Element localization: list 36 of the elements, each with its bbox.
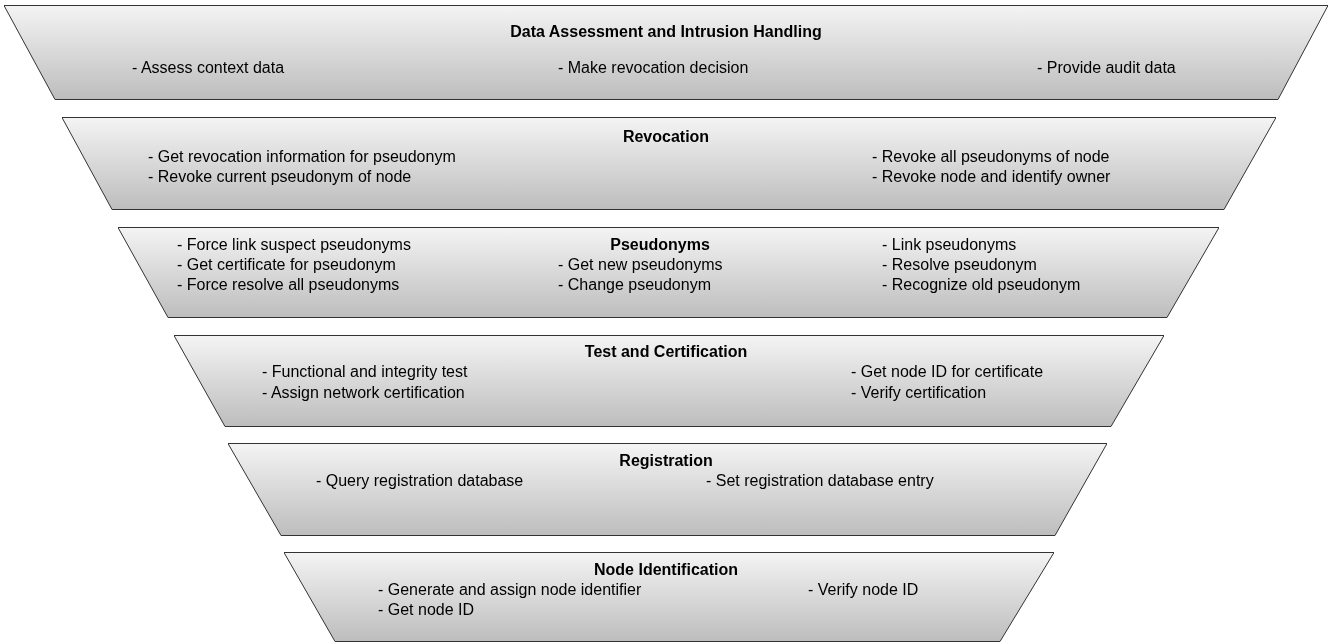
function-item: - Get revocation information for pseudonym [148,147,456,167]
function-item: - Revoke current pseudonym of node [148,167,412,187]
function-item: - Recognize old pseudonym [882,275,1081,295]
function-item: - Revoke all pseudonyms of node [872,147,1110,167]
trapezoid-layer [284,552,1054,642]
function-item: - Make revocation decision [558,58,749,78]
function-item: - Resolve pseudonym [882,255,1037,275]
function-item: - Functional and integrity test [262,362,468,382]
layer-title: Registration [619,451,713,471]
layer-title: Test and Certification [584,342,748,362]
function-item: - Get new pseudonyms [558,255,723,275]
function-item: - Assess context data [132,58,285,78]
function-item: - Verify node ID [808,580,919,600]
layer-title: Revocation [622,127,710,147]
function-item: - Provide audit data [1037,58,1176,78]
function-item: - Assign network certification [262,383,465,403]
function-item: - Change pseudonym [558,275,711,295]
function-item: - Get certificate for pseudonym [177,255,396,275]
trapezoid-layer [62,117,1276,210]
trapezoid-layer [174,335,1164,427]
function-item: - Set registration database entry [706,471,934,491]
trapezoid-layer [4,5,1328,100]
trapezoid-layer [228,443,1107,536]
trapezoid-layer [118,227,1219,318]
function-item: - Force link suspect pseudonyms [177,235,411,255]
function-item: - Revoke node and identify owner [872,167,1111,187]
function-item: - Link pseudonyms [882,235,1017,255]
function-item: - Query registration database [316,471,524,491]
layer-title: Node Identification [594,560,738,580]
function-item: - Get node ID for certificate [851,362,1044,382]
layer-title: Pseudonyms [610,235,710,255]
layer-title: Data Assessment and Intrusion Handling [510,22,822,42]
function-item: - Force resolve all pseudonyms [177,275,400,295]
function-item: - Verify certification [851,383,987,403]
function-item: - Generate and assign node identifier [378,580,642,600]
function-item: - Get node ID [378,600,475,620]
